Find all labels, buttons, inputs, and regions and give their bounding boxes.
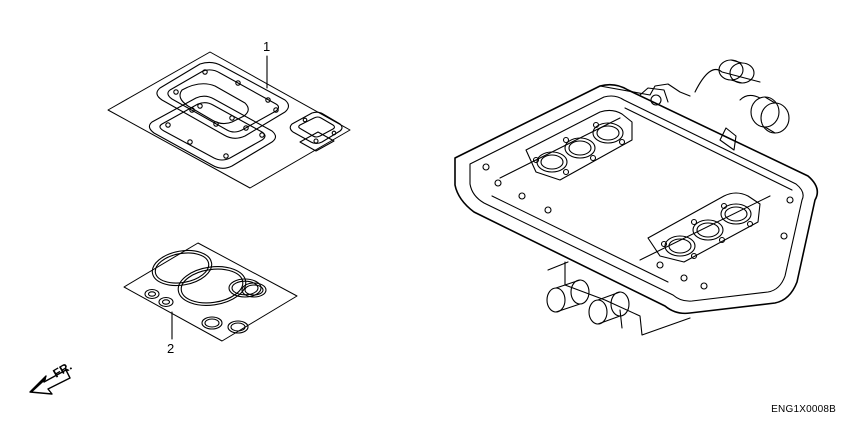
engine-block-illustration	[454, 59, 819, 336]
kit-1-upper-gasket	[156, 61, 290, 139]
gasket-kit-2[interactable]	[123, 242, 298, 342]
kit-2-small-seal-b	[158, 296, 174, 308]
kit-2-card	[123, 242, 298, 342]
callout-1: 1	[263, 39, 270, 54]
kit-1-small-gasket	[289, 111, 343, 145]
kit-1-lower-gasket	[148, 95, 277, 169]
gasket-kit-1[interactable]	[107, 51, 351, 189]
kit-1-card	[107, 51, 351, 189]
callout-2: 2	[167, 341, 174, 356]
kit-2-small-oring-a	[201, 316, 223, 330]
front-direction-arrow-icon	[29, 369, 71, 395]
kit-2-large-oring-a	[151, 249, 213, 287]
kit-2-small-oring-b	[227, 320, 249, 334]
kit-2-medium-oring	[228, 278, 262, 298]
head-gasket-outline	[454, 83, 819, 315]
diagram-code: ENG1X0008B	[771, 404, 836, 415]
kit-2-small-seal-a	[144, 288, 160, 300]
